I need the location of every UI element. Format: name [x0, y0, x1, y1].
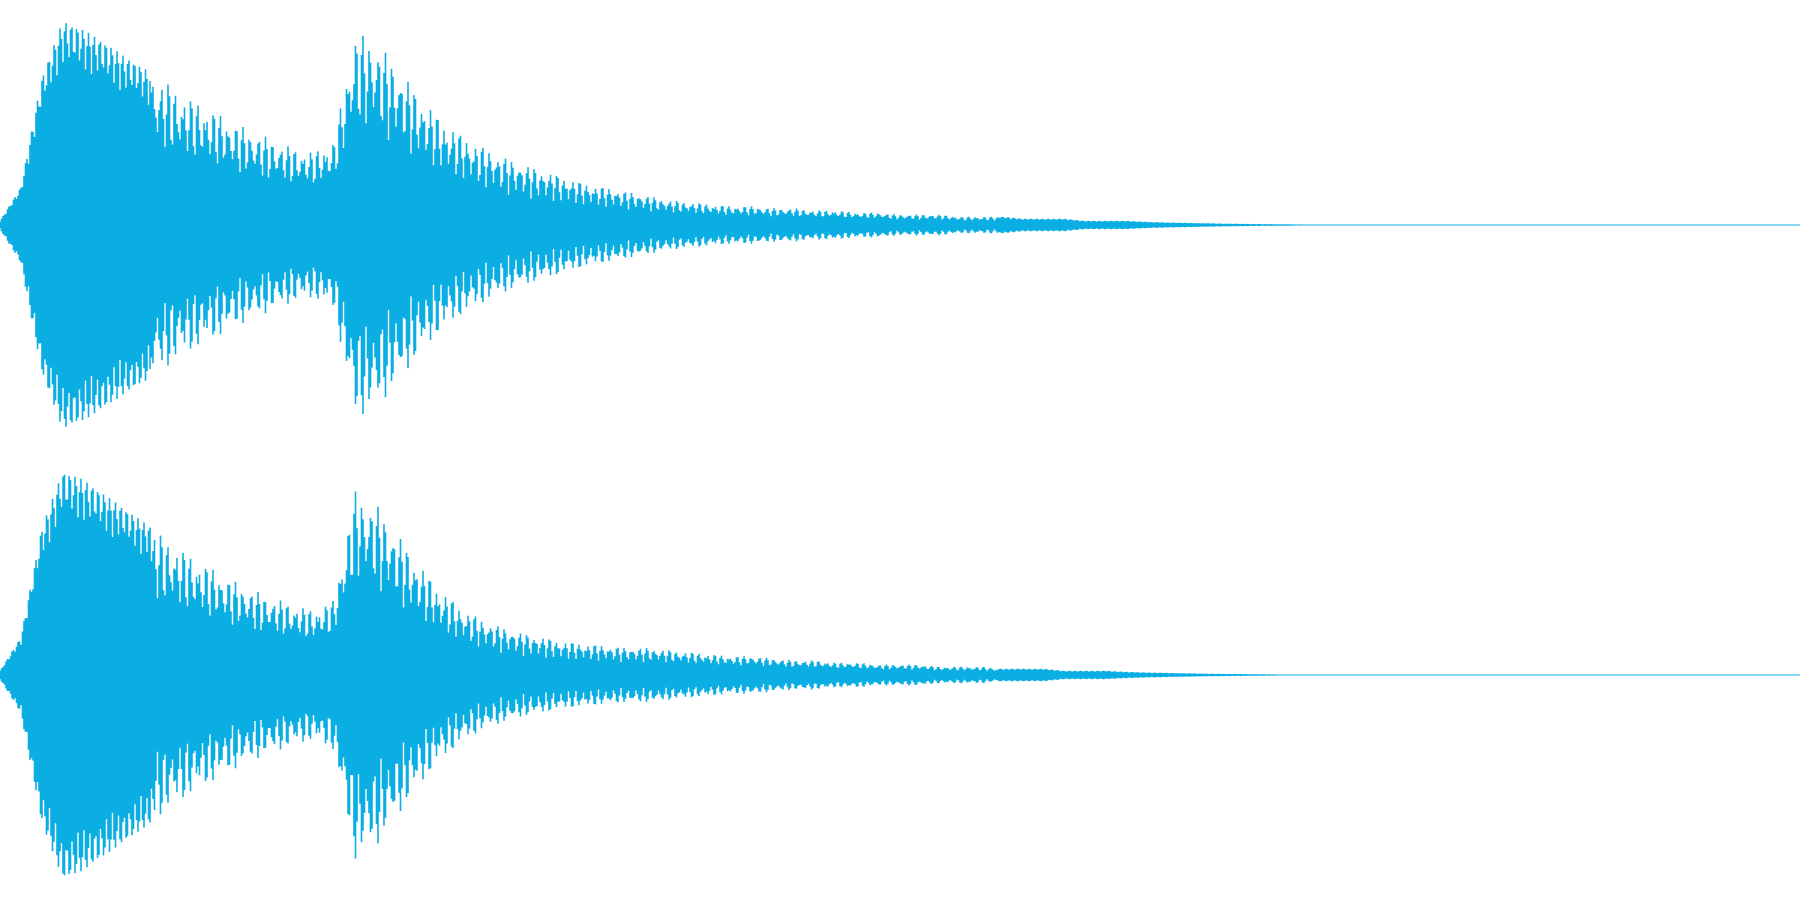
waveform-channel-bottom [0, 474, 1800, 876]
waveform-amplitude-top [0, 23, 1441, 427]
waveform-channel-top [0, 23, 1800, 427]
waveform-amplitude-bottom [0, 474, 1441, 876]
